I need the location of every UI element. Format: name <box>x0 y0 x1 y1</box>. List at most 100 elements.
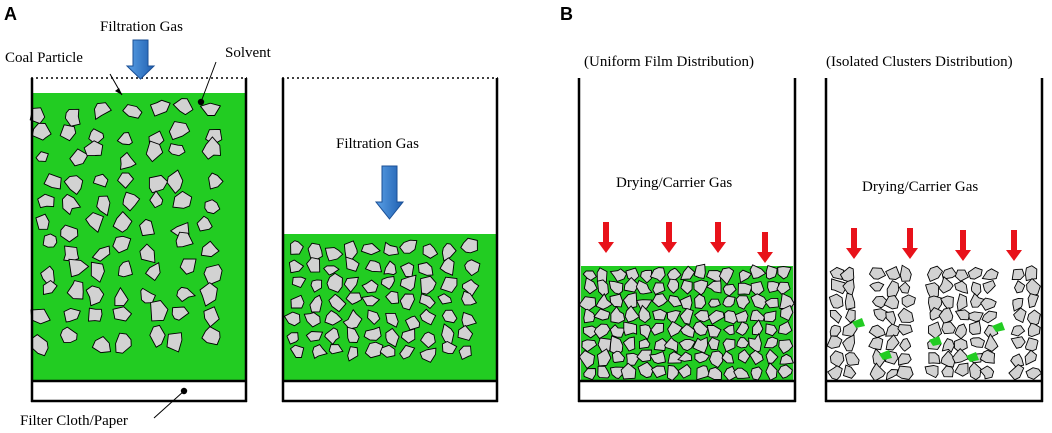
coal-particle <box>984 333 999 352</box>
coal-particle <box>593 308 611 321</box>
coal-particle <box>360 243 381 256</box>
coal-particle <box>150 300 169 322</box>
coal-particle <box>648 351 666 364</box>
green-solvent-pocket <box>992 322 1005 332</box>
coal-particle <box>845 308 856 324</box>
coal-particle <box>692 320 709 336</box>
coal-particle <box>290 240 304 255</box>
coal-particle <box>827 365 843 381</box>
coal-particle <box>1027 293 1040 309</box>
coal-particle <box>324 327 340 345</box>
coal-particle <box>626 352 640 366</box>
blue-arrow-down-icon <box>125 39 156 80</box>
coal-particle <box>927 321 943 340</box>
coal-particle <box>383 241 399 256</box>
coal-particle <box>637 361 655 379</box>
coal-particle <box>208 172 224 190</box>
coal-particle <box>457 324 474 341</box>
coal-particle <box>422 243 439 259</box>
coal-particle <box>828 293 844 309</box>
coal-particle <box>967 266 983 280</box>
coal-particle <box>461 290 478 306</box>
coal-particle <box>954 309 971 321</box>
vessel-a2 <box>281 77 499 403</box>
coal-particle <box>952 348 969 364</box>
coal-particle <box>765 323 778 337</box>
coal-particle <box>112 235 132 254</box>
coal-particle <box>324 310 343 326</box>
green-solvent-pocket <box>879 350 892 360</box>
coal-particle <box>383 260 397 276</box>
coal-particle <box>608 280 624 295</box>
coal-particle <box>83 140 104 157</box>
coal-particle <box>199 282 218 307</box>
leader-solvent <box>200 61 217 103</box>
coal-particle <box>901 294 916 308</box>
coal-particle <box>593 323 611 340</box>
coal-particle <box>885 323 902 337</box>
coal-particle <box>200 240 220 258</box>
coal-particle <box>323 265 340 276</box>
coal-particle <box>707 366 722 380</box>
coal-particle <box>954 280 969 294</box>
coal-particle <box>750 281 765 297</box>
coal-particle <box>347 346 359 362</box>
coal-particle <box>954 269 970 282</box>
coal-particle <box>385 312 399 328</box>
vessel-b1 <box>577 78 797 403</box>
coal-particle <box>1008 364 1025 381</box>
coal-particle <box>171 306 190 321</box>
coal-particle <box>842 320 858 337</box>
coal-particle <box>680 279 693 295</box>
coal-particle <box>35 213 50 230</box>
red-arrow-down-icon <box>902 228 918 259</box>
coal-particle <box>288 259 305 274</box>
particles-a1 <box>29 98 224 357</box>
coal-particle <box>203 306 220 328</box>
coal-particle <box>941 321 957 335</box>
coal-particle <box>595 292 614 310</box>
vessel-a1 <box>29 77 248 403</box>
coal-particle <box>709 350 724 369</box>
coal-particle <box>578 296 597 312</box>
panel-letter-a: A <box>4 4 17 24</box>
coal-particle <box>59 124 77 142</box>
coal-particle <box>664 336 679 354</box>
coal-particle <box>290 294 305 309</box>
coal-particle <box>63 175 84 196</box>
coal-particle <box>85 285 105 307</box>
coal-particle <box>204 199 221 215</box>
title-isolated-clusters: (Isolated Clusters Distribution) <box>826 54 1013 70</box>
coal-particle <box>69 148 89 167</box>
coal-particle <box>148 174 169 194</box>
coal-particle <box>420 331 436 349</box>
coal-particle <box>829 266 845 281</box>
coal-particle <box>63 245 80 262</box>
coal-particle <box>969 320 982 335</box>
coal-particle <box>326 272 343 293</box>
coal-particle <box>303 312 321 328</box>
coal-particle <box>885 334 900 351</box>
coal-particle <box>706 325 722 338</box>
coal-particle <box>145 140 164 163</box>
coal-particle <box>399 344 416 360</box>
coal-particle <box>705 280 722 294</box>
coal-particle <box>201 136 221 160</box>
coal-particle <box>722 283 737 297</box>
coal-particle <box>583 308 596 324</box>
coal-particle <box>609 293 624 308</box>
label-coal-particle: Coal Particle <box>5 50 83 66</box>
coal-particle <box>640 269 652 284</box>
coal-particle <box>176 286 197 303</box>
coal-particle <box>652 308 668 321</box>
coal-particle <box>736 337 750 349</box>
coal-particle <box>437 293 453 305</box>
coal-particle <box>441 340 458 355</box>
coal-particle <box>722 324 735 336</box>
coal-particle <box>707 336 720 351</box>
coal-particle <box>88 128 105 146</box>
coal-particle <box>363 326 382 341</box>
coal-particle <box>941 338 955 354</box>
coal-particle <box>1027 322 1041 337</box>
coal-particle <box>380 275 395 290</box>
